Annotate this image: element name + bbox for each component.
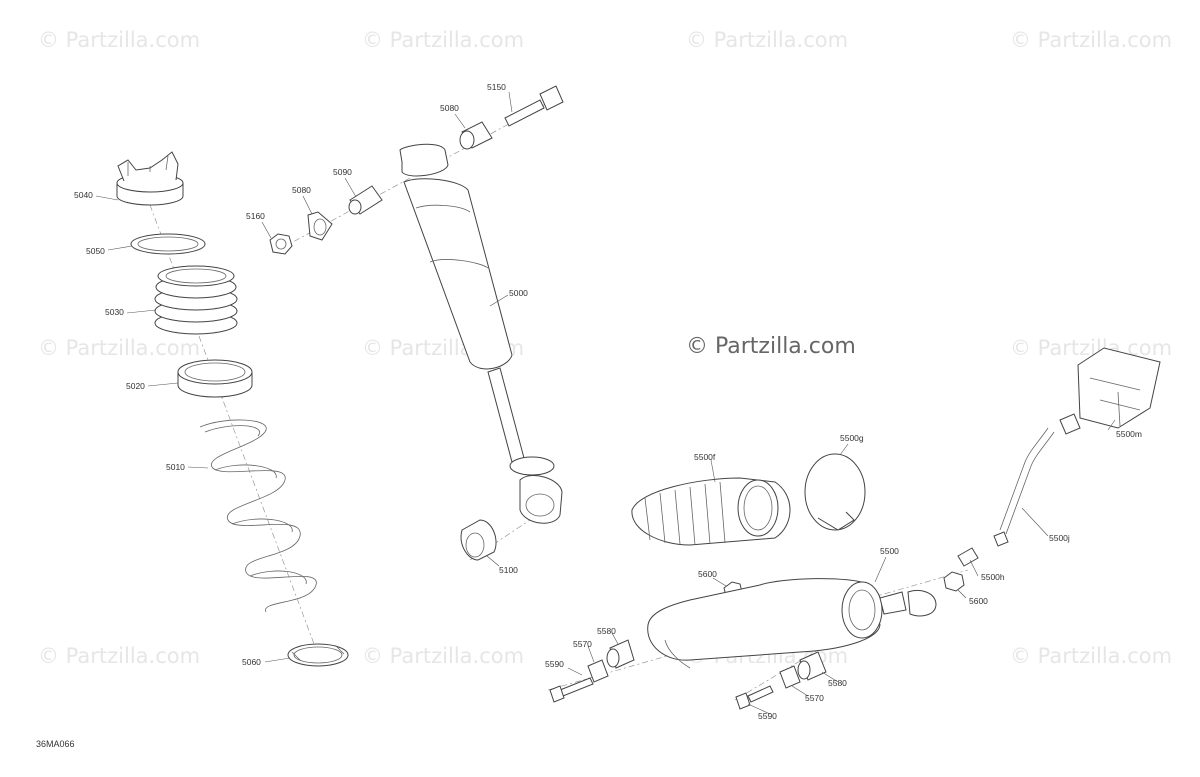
part-5020-collar [177,359,253,398]
part-5080-top-bushing [459,121,493,150]
callout-5600-left: 5600 [698,569,717,579]
spring-assembly [116,151,349,667]
callout-5570-right: 5570 [805,693,824,703]
part-5150-bolt [504,85,564,127]
part-5030-spring-coupler [154,265,238,335]
callout-5010: 5010 [166,462,185,472]
rear-shock-assembly [547,347,1161,710]
part-5580-bushing-right [797,651,827,681]
part-5000-shock [399,143,563,524]
callout-5150: 5150 [487,82,506,92]
callout-5160: 5160 [246,211,265,221]
callout-5600-right: 5600 [969,596,988,606]
callout-5590-left: 5590 [545,659,564,669]
watermark: © Partzilla.com [1010,28,1172,52]
watermark: © Partzilla.com [362,644,524,668]
callout-5500: 5500 [880,546,899,556]
part-5570-spacer-left [587,659,609,683]
part-5590-bolt-left [549,677,594,703]
callout-5090: 5090 [333,167,352,177]
callout-5500h: 5500h [981,572,1005,582]
callout-5570-left: 5570 [573,639,592,649]
leader-lines [95,91,1116,715]
part-5080-spacer [307,211,333,241]
watermark-center: © Partzilla.com [686,334,856,359]
callout-5580-left: 5580 [597,626,616,636]
watermark: © Partzilla.com [362,28,524,52]
part-5500h-fitting [957,547,979,567]
part-5500g-band [804,453,866,531]
callout-5500m: 5500m [1116,429,1142,439]
part-5500f-boot [631,477,791,546]
part-5500-shock [647,578,937,669]
callout-labels: 5040 5050 5030 5020 5010 5060 5160 5080 … [74,82,1142,721]
watermark: © Partzilla.com [38,336,200,360]
callout-5040: 5040 [74,190,93,200]
diagram-reference: 36MA066 [36,739,75,749]
callout-5060: 5060 [242,657,261,667]
callout-5500f: 5500f [694,452,716,462]
part-5100-bushing [460,519,497,561]
callout-5080-top: 5080 [440,103,459,113]
part-5160-nut [269,233,293,255]
part-5500j-hose [993,413,1081,547]
part-5600-nut-right [943,571,965,592]
front-shock-assembly [269,85,564,561]
rear-axis [547,569,969,691]
part-5570-spacer-right [779,665,801,689]
callout-5050: 5050 [86,246,105,256]
part-5050-washer [130,233,206,255]
callout-5580-right: 5580 [828,678,847,688]
callout-5000: 5000 [509,288,528,298]
callout-5500j: 5500j [1049,533,1070,543]
watermark: © Partzilla.com [38,644,200,668]
part-5090-sleeve [348,185,383,215]
callout-5590-right: 5590 [758,711,777,721]
part-5500m-mount [1077,347,1161,429]
callout-5020: 5020 [126,381,145,391]
watermark: © Partzilla.com [686,28,848,52]
part-5580-bushing-left [606,639,635,669]
watermark: © Partzilla.com [38,28,200,52]
callout-5500g: 5500g [840,433,864,443]
part-5590-bolt-right [735,685,774,710]
callout-5080: 5080 [292,185,311,195]
part-5010-main-spring [199,419,317,613]
part-5060-bottom-ring [287,643,349,667]
callout-5030: 5030 [105,307,124,317]
part-5040-adjuster [116,151,184,206]
callout-5100: 5100 [499,565,518,575]
watermark: © Partzilla.com [1010,644,1172,668]
